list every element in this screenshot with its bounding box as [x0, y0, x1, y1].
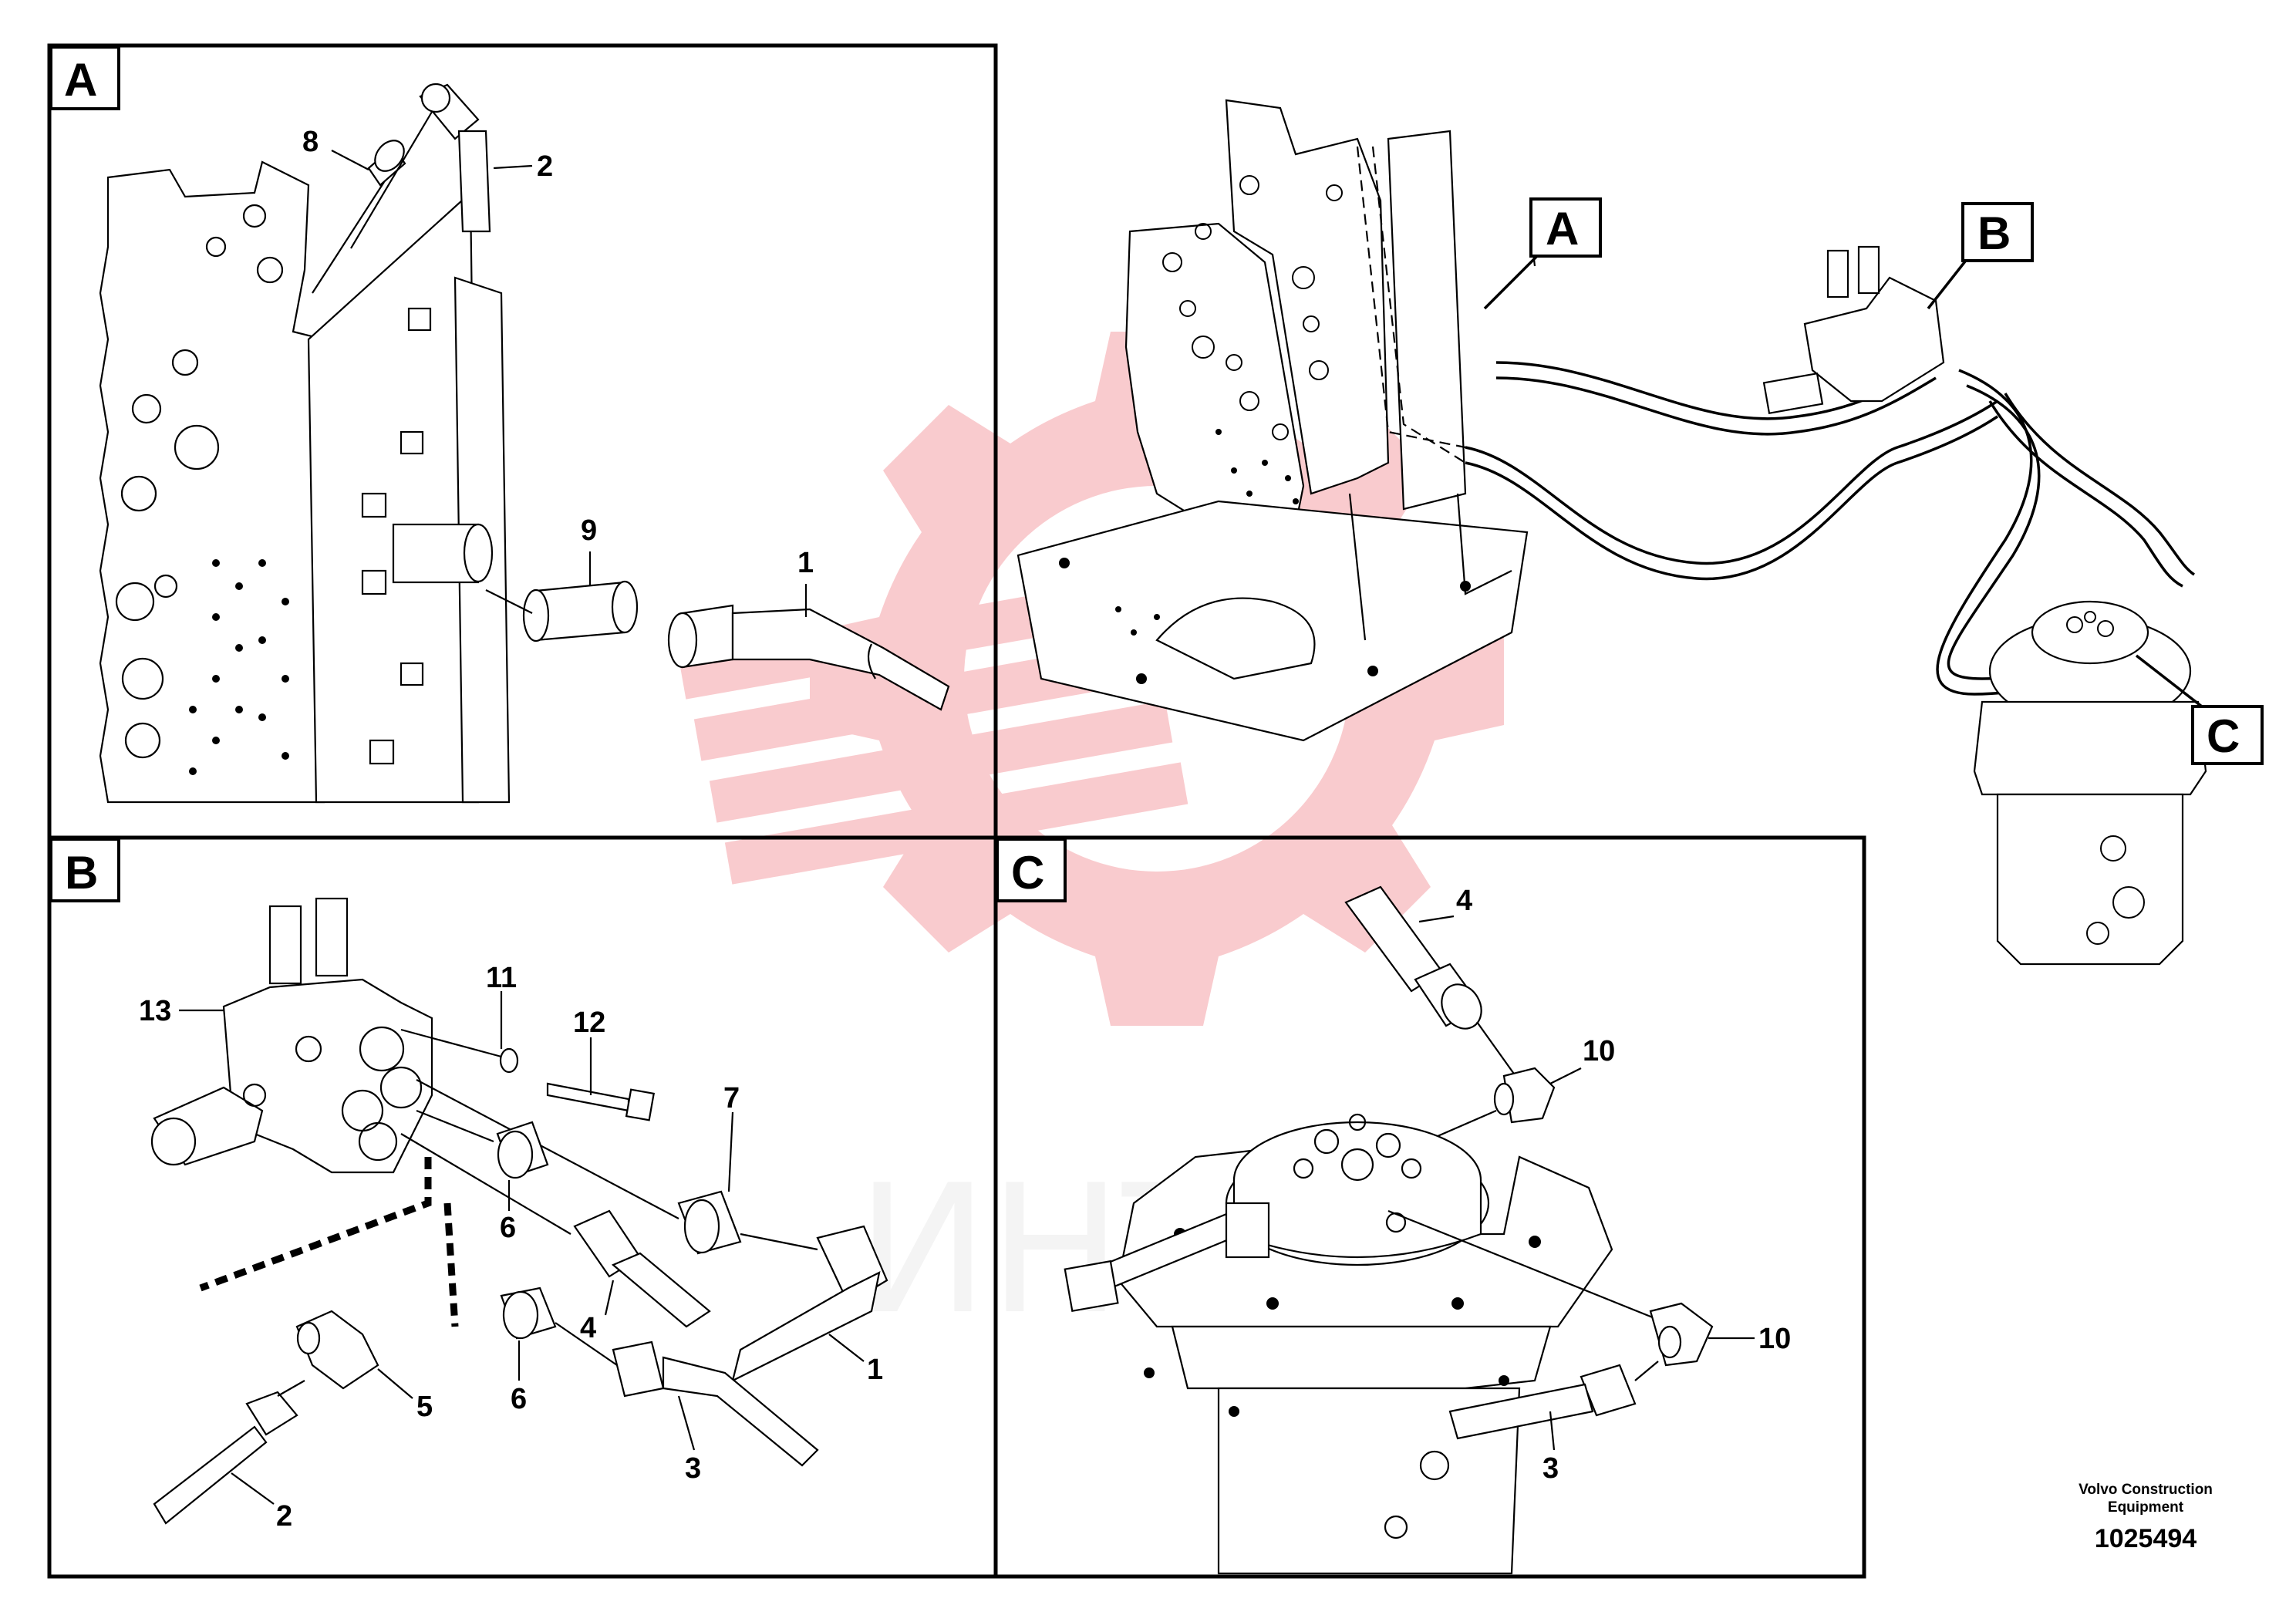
- panel-c-letter: C: [1011, 847, 1044, 899]
- svg-text:1: 1: [797, 547, 814, 579]
- svg-text:7: 7: [723, 1082, 740, 1114]
- callout-b-12: 12: [573, 1007, 605, 1095]
- pipe-assembly-a: [392, 523, 950, 711]
- maker-line-1: Volvo Construction: [2079, 1482, 2213, 1498]
- callout-a-1: 1: [797, 547, 814, 617]
- elbow-5: [295, 1310, 379, 1390]
- callout-b-7: 7: [723, 1082, 740, 1192]
- overview-label-c: C: [2135, 654, 2264, 765]
- callout-a-2: 2: [493, 150, 553, 183]
- hose-4-c: [1344, 885, 1482, 1030]
- hose-3-b: [612, 1340, 819, 1467]
- bolt-12: [546, 1082, 655, 1121]
- adapter-6b: [500, 1286, 557, 1340]
- hose-3-c: [1448, 1364, 1637, 1440]
- hose-2: [419, 83, 491, 233]
- callout-b-2: 2: [231, 1472, 292, 1533]
- svg-text:2: 2: [276, 1500, 292, 1533]
- callout-a-9: 9: [581, 514, 597, 586]
- overview-valve: [1124, 99, 1467, 534]
- svg-text:C: C: [2207, 710, 2240, 762]
- overview-label-a: A: [1483, 197, 1602, 310]
- elbow-10a: [1493, 1067, 1556, 1124]
- svg-text:2: 2: [537, 150, 553, 183]
- nut-7: [677, 1190, 742, 1255]
- overview-base-plate: [1017, 493, 1529, 742]
- overview-swivel-c: [1973, 600, 2207, 966]
- callout-b-11: 11: [486, 962, 517, 1049]
- callout-c-10b: 10: [1708, 1323, 1791, 1355]
- svg-text:9: 9: [581, 514, 597, 547]
- overview-label-b: B: [1927, 202, 2034, 310]
- dashed-route-lines: [199, 1157, 459, 1327]
- svg-text:10: 10: [1583, 1035, 1615, 1067]
- callout-b-4: 4: [580, 1280, 615, 1344]
- svg-text:3: 3: [1542, 1452, 1559, 1485]
- svg-text:6: 6: [511, 1383, 527, 1415]
- callout-b-6b: 6: [511, 1340, 527, 1415]
- swivel-joint-c: [1117, 1113, 1613, 1575]
- svg-text:4: 4: [580, 1312, 596, 1344]
- footer: Volvo Construction Equipment 1025494: [2079, 1482, 2213, 1553]
- callout-b-1: 1: [828, 1334, 883, 1386]
- detail-panel-a: A: [47, 43, 998, 840]
- svg-text:10: 10: [1758, 1323, 1791, 1355]
- svg-text:6: 6: [500, 1212, 516, 1244]
- overview-block-b: [1762, 245, 1945, 415]
- maker-line-2: Equipment: [2108, 1499, 2184, 1516]
- overview-assembly: A B C: [1017, 99, 2264, 966]
- svg-text:11: 11: [486, 962, 517, 994]
- svg-text:1: 1: [867, 1354, 883, 1386]
- bolt-c: [1064, 1202, 1270, 1313]
- panel-a-letter: A: [64, 54, 97, 106]
- svg-text:A: A: [1546, 203, 1579, 255]
- callout-c-4: 4: [1418, 885, 1472, 923]
- hose-2-b: [153, 1391, 298, 1525]
- adapter-6a: [496, 1121, 549, 1179]
- callout-c-10a: 10: [1549, 1035, 1615, 1084]
- callout-c-3: 3: [1542, 1411, 1559, 1485]
- fitting-8: [367, 140, 406, 187]
- callout-b-3: 3: [677, 1395, 701, 1485]
- elbow-hose-1-b: [731, 1225, 888, 1383]
- svg-text:4: 4: [1456, 885, 1472, 917]
- elbow-10b: [1649, 1302, 1714, 1367]
- svg-text:5: 5: [416, 1391, 433, 1423]
- callout-b-6a: 6: [500, 1180, 516, 1244]
- svg-text:3: 3: [685, 1452, 701, 1485]
- selector-block-13: [150, 897, 433, 1174]
- svg-text:B: B: [1977, 207, 2011, 259]
- callout-b-5: 5: [377, 1368, 433, 1423]
- panel-b-letter: B: [65, 847, 98, 899]
- svg-text:13: 13: [139, 995, 171, 1027]
- reference-number: 1025494: [2095, 1524, 2197, 1553]
- detail-panel-b: B: [47, 835, 998, 1579]
- detail-panel-c: C: [993, 835, 1866, 1579]
- callout-b-13: 13: [139, 995, 224, 1027]
- svg-text:8: 8: [302, 126, 319, 158]
- control-valve-a: [99, 160, 511, 804]
- callout-a-8: 8: [302, 126, 369, 170]
- hose-4-b: [573, 1209, 711, 1328]
- svg-text:12: 12: [573, 1007, 605, 1039]
